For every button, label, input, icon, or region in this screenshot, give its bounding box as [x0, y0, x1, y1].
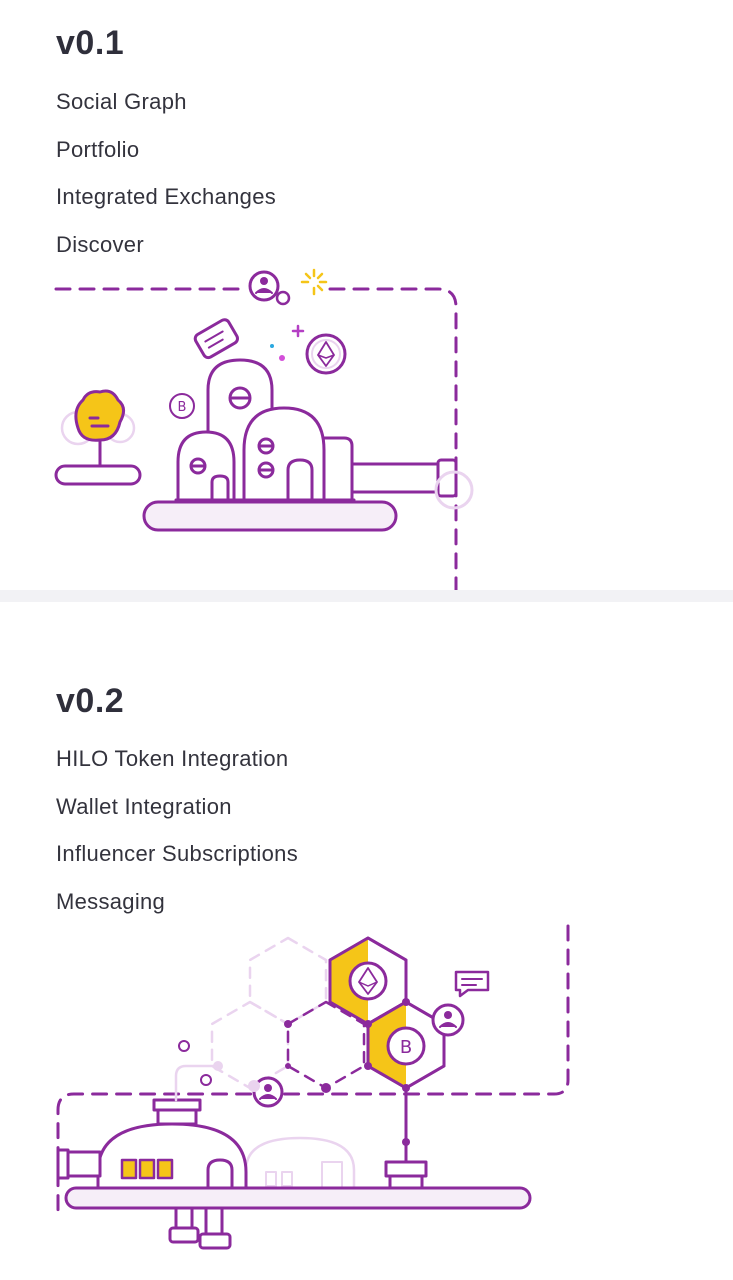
feature-item-messaging: Messaging — [56, 888, 166, 914]
feature-item-integrated-exchanges: Integrated Exchanges — [56, 184, 277, 209]
svg-text:B: B — [178, 400, 187, 415]
feature-list: HILO Token Integration Wallet Integratio… — [56, 745, 298, 935]
feature-item-discover: Discover — [56, 231, 144, 257]
version-heading: v0.1 — [56, 24, 125, 62]
tree-icon — [54, 389, 142, 486]
feature-item-hilo-token-integration: HILO Token Integration — [56, 746, 289, 771]
roadmap-section-v0-1: v0.1 Social Graph Portfolio Integrated E… — [0, 0, 733, 622]
svg-text:B: B — [400, 1037, 412, 1058]
feature-list: Social Graph Portfolio Integrated Exchan… — [56, 88, 276, 278]
version-heading: v0.2 — [56, 682, 125, 720]
chat-bubble-icon — [454, 970, 490, 998]
feature-item-wallet-integration: Wallet Integration — [56, 793, 232, 819]
feature-item-social-graph: Social Graph — [56, 89, 187, 114]
feature-item-portfolio: Portfolio — [56, 136, 140, 162]
dome-house-illustration: B — [54, 268, 474, 622]
feature-item-influencer-subscriptions: Influencer Subscriptions — [56, 841, 298, 866]
hexagon-network-illustration: B — [56, 924, 570, 1250]
roadmap-section-v0-2: v0.2 HILO Token Integration Wallet Integ… — [0, 602, 733, 1280]
chat-bubble-icon — [193, 318, 239, 360]
section-divider — [0, 590, 733, 602]
